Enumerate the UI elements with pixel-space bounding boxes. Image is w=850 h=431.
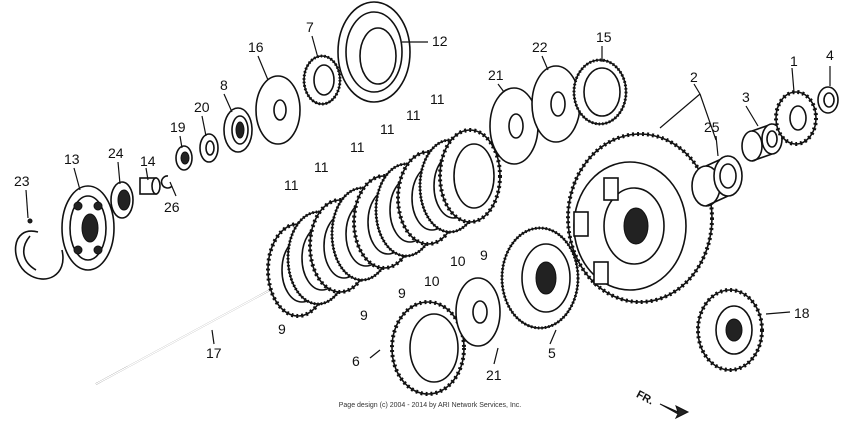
label-11b: 11 [314, 159, 329, 175]
part-1-oil-pump-sprocket [774, 90, 818, 146]
part-7-spring-seat [302, 54, 342, 106]
part-8-lifter-plate [223, 107, 253, 153]
copyright-notice: Page design (c) 2004 - 2014 by ARI Netwo… [338, 402, 522, 409]
label-11f: 11 [430, 91, 445, 107]
part-21-washer-lower [455, 277, 501, 347]
label-19: 19 [170, 119, 186, 135]
label-24: 24 [108, 145, 124, 161]
part-13-pressure-plate [61, 185, 115, 271]
label-9a: 9 [278, 321, 286, 337]
part-19-bearing [175, 145, 193, 171]
part-14-lifter [139, 177, 161, 195]
label-21b: 21 [486, 367, 502, 383]
label-11e: 11 [406, 107, 421, 123]
part-26-clip [160, 175, 173, 189]
part-6-guide [390, 300, 466, 396]
front-direction-arrow [659, 403, 690, 420]
label-2: 2 [690, 69, 698, 85]
label-15: 15 [596, 29, 612, 45]
label-12: 12 [432, 33, 448, 49]
label-16: 16 [248, 39, 264, 55]
part-20-washer [199, 133, 219, 163]
part-number-labels: 1 2 3 4 5 6 7 8 9 9 9 9 10 10 11 11 11 1… [14, 19, 834, 383]
label-17: 17 [206, 345, 222, 361]
part-17-pushrod [95, 289, 271, 385]
label-10b: 10 [450, 253, 466, 269]
leader-lines [25, 35, 831, 365]
label-7: 7 [306, 19, 314, 35]
label-11a: 11 [284, 177, 299, 193]
label-25: 25 [704, 119, 720, 135]
part-22-washer [531, 65, 581, 143]
label-23: 23 [14, 173, 30, 189]
label-8: 8 [220, 77, 228, 93]
part-25-needle-bearing [691, 155, 743, 207]
part-5-clutch-center [500, 226, 580, 330]
part-21-washer-upper [489, 87, 539, 165]
label-22: 22 [532, 39, 548, 55]
label-4: 4 [826, 47, 834, 63]
label-9b: 9 [360, 307, 368, 323]
clutch-plate-stack [266, 128, 502, 318]
label-20: 20 [194, 99, 210, 115]
label-3: 3 [742, 89, 750, 105]
label-11d: 11 [380, 121, 395, 137]
part-2-clutch-outer [566, 132, 714, 304]
label-10a: 10 [424, 273, 440, 289]
label-14: 14 [140, 153, 156, 169]
part-12-judder-spring [337, 1, 411, 103]
part-15-needle-bearing [572, 58, 628, 126]
label-26: 26 [164, 199, 180, 215]
friction-disc [438, 128, 502, 224]
label-5: 5 [548, 345, 556, 361]
label-11c: 11 [350, 139, 365, 155]
label-1: 1 [790, 53, 798, 69]
label-6: 6 [352, 353, 360, 369]
label-13: 13 [64, 151, 80, 167]
label-21a: 21 [488, 67, 504, 83]
part-16-washer [255, 75, 301, 145]
label-18: 18 [794, 305, 810, 321]
label-9c: 9 [398, 285, 406, 301]
part-24-bearing [110, 181, 134, 219]
part-4-collar [817, 86, 839, 114]
part-23-circlip [14, 218, 64, 280]
label-9d: 9 [480, 247, 488, 263]
part-18-gear [696, 288, 764, 372]
